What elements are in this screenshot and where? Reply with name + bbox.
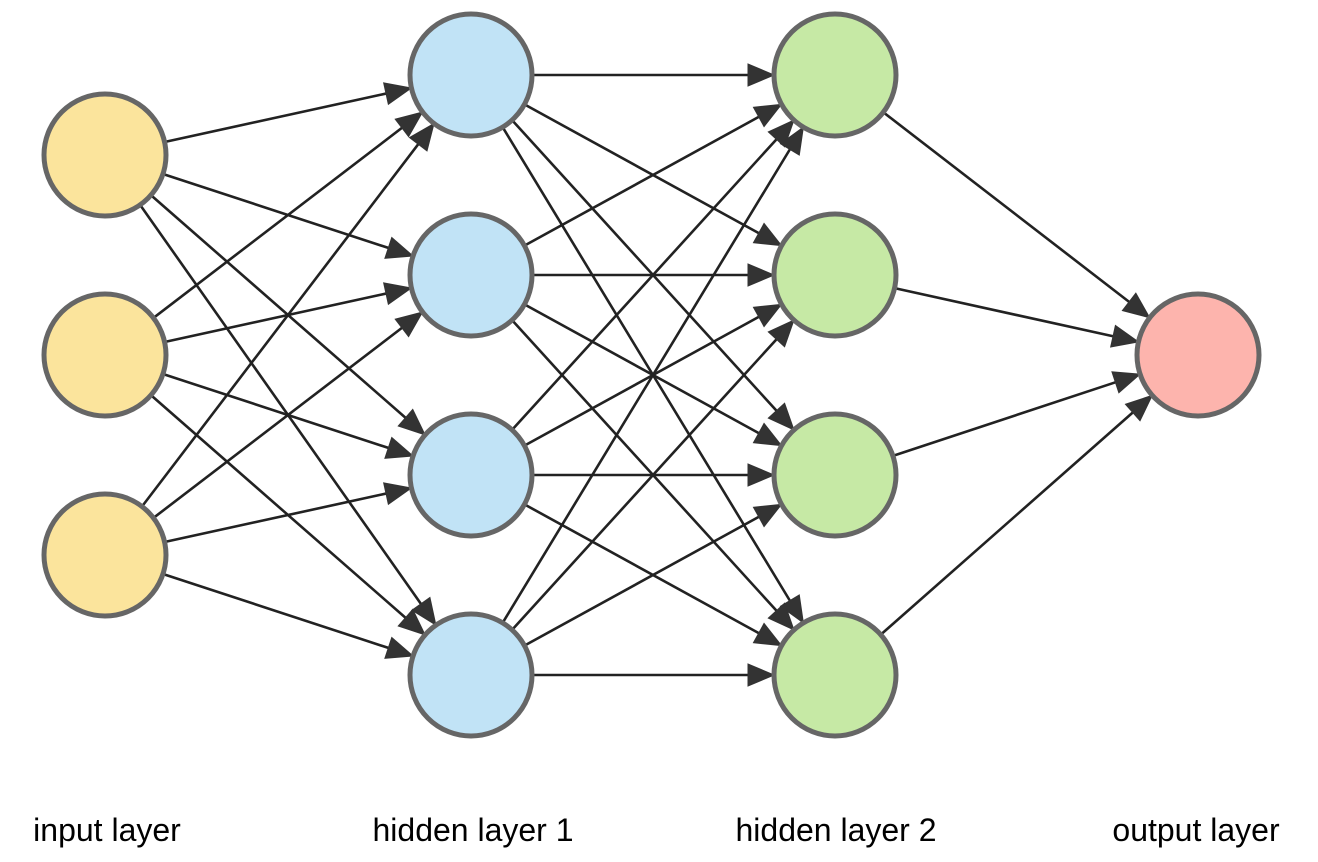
connection-arrowhead <box>383 82 413 106</box>
connection-arrowhead <box>752 503 783 528</box>
connection-edge <box>164 292 387 344</box>
connection-arrowhead <box>752 303 783 328</box>
connection-edge <box>892 381 1116 458</box>
neuron-hidden1-3[interactable] <box>407 411 535 539</box>
connection-edge <box>879 411 1134 636</box>
layer-caption-hidden-1: hidden layer 1 <box>372 812 574 848</box>
connection-edge <box>523 303 760 435</box>
connection-arrowhead <box>1110 324 1140 348</box>
neuron-input-2[interactable] <box>41 291 169 419</box>
connection-edge <box>162 372 389 450</box>
connection-edge <box>164 492 387 544</box>
connection-edge <box>150 394 407 619</box>
connection-edge <box>523 115 760 247</box>
neuron-hidden2-4[interactable] <box>771 611 899 739</box>
connection-arrowhead <box>779 594 805 624</box>
connection-arrowhead <box>384 636 415 659</box>
layer-caption-input: input layer <box>33 812 181 848</box>
connection-arrowhead <box>752 103 783 128</box>
connection-arrowhead <box>408 122 435 152</box>
connection-arrowhead <box>767 602 795 631</box>
connection-edge <box>162 572 389 650</box>
connection-arrowhead <box>397 608 427 636</box>
neuron-input-1[interactable] <box>41 91 169 219</box>
neuron-hidden2-1[interactable] <box>771 11 899 139</box>
connection-edge <box>152 126 403 319</box>
connection-edge <box>150 194 407 419</box>
arrowheads-group <box>383 63 1154 687</box>
connection-edge <box>152 326 403 519</box>
connection-edge <box>523 315 760 447</box>
layer-caption-hidden-2: hidden layer 2 <box>735 812 937 848</box>
connection-edge <box>164 92 387 144</box>
connection-arrowhead <box>767 402 795 431</box>
connection-edge <box>511 338 778 631</box>
neuron-input-3[interactable] <box>41 491 169 619</box>
neuron-output-1[interactable] <box>1134 291 1262 419</box>
connection-arrowhead <box>1121 292 1151 319</box>
neuron-hidden1-4[interactable] <box>407 611 535 739</box>
connection-arrowhead <box>384 436 415 459</box>
connection-arrowhead <box>394 311 424 338</box>
nodes-group <box>41 11 1262 739</box>
connection-arrowhead <box>1111 371 1142 394</box>
connection-edge <box>162 172 389 250</box>
layer-caption-output: output layer <box>1112 812 1280 848</box>
connection-arrowhead <box>397 408 427 436</box>
connection-arrowhead <box>384 236 415 259</box>
edges-group <box>139 73 1134 677</box>
connection-edge <box>894 286 1114 338</box>
neuron-hidden1-1[interactable] <box>407 11 535 139</box>
connection-edge <box>511 119 778 412</box>
connection-arrowhead <box>411 596 437 627</box>
connection-edge <box>501 148 791 624</box>
connection-arrowhead <box>747 463 776 487</box>
connection-edge <box>882 111 1130 303</box>
connection-arrowhead <box>383 282 413 306</box>
connection-arrowhead <box>767 119 795 148</box>
connection-arrowhead <box>752 622 783 647</box>
connection-arrowhead <box>1124 394 1154 422</box>
connection-arrowhead <box>747 63 776 87</box>
connection-arrowhead <box>767 319 795 348</box>
connection-edge <box>140 143 420 508</box>
connection-edge <box>511 138 778 431</box>
neuron-hidden2-3[interactable] <box>771 411 899 539</box>
connection-edge <box>523 515 760 647</box>
connection-arrowhead <box>383 482 413 506</box>
neuron-hidden1-2[interactable] <box>407 211 535 339</box>
connection-edge <box>523 503 760 635</box>
connection-edge <box>523 103 760 235</box>
connection-arrowhead <box>752 422 783 447</box>
neuron-hidden2-2[interactable] <box>771 211 899 339</box>
connection-edge <box>139 204 422 605</box>
connection-arrowhead <box>752 222 783 247</box>
connection-arrowhead <box>747 663 776 687</box>
connection-arrowhead <box>747 263 776 287</box>
connection-edge <box>501 126 791 602</box>
connection-edge <box>511 319 778 612</box>
connection-arrowhead <box>394 111 424 138</box>
connection-arrowhead <box>779 126 805 156</box>
